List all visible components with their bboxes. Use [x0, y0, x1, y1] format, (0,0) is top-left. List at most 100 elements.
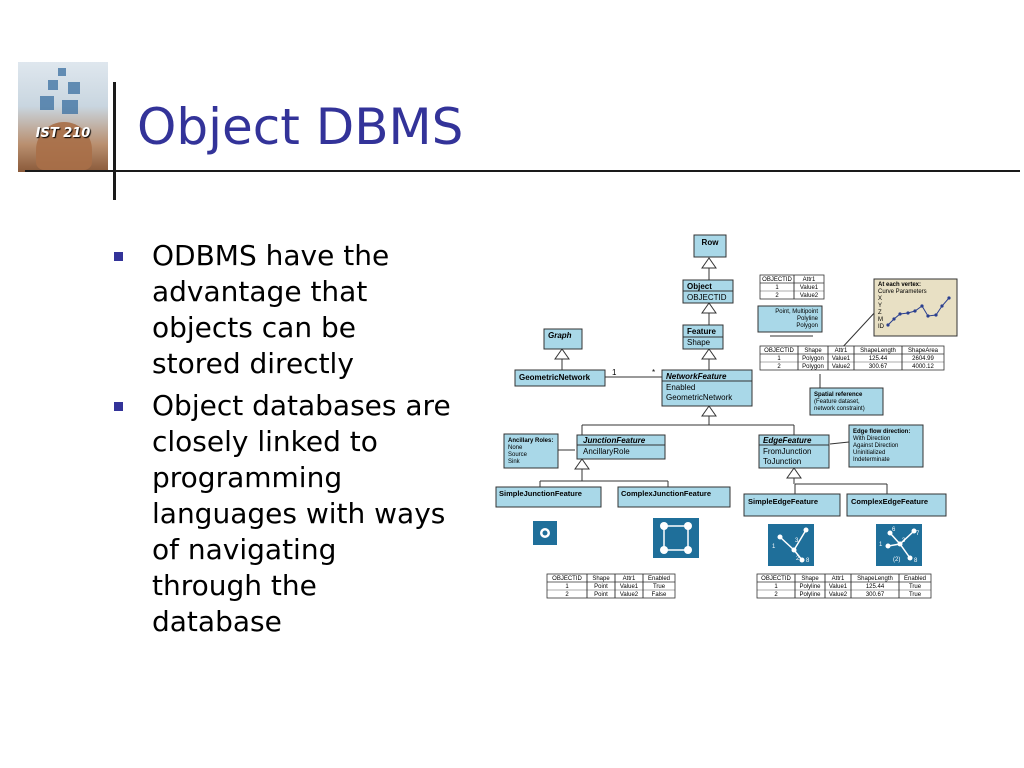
class-name: Graph	[548, 331, 572, 340]
table-frame	[546, 573, 676, 599]
table-cell: Value2	[829, 592, 848, 598]
table-header-cell: Enabled	[648, 576, 670, 582]
note-line: With Direction	[853, 436, 890, 442]
note-vertex-parameters: At each vertex: Curve Parameters X Y Z M…	[873, 278, 958, 337]
table-cell: Polygon	[802, 364, 824, 370]
class-row: Row	[693, 234, 727, 258]
edge-node-label: (2)	[893, 557, 900, 563]
class-feature: Feature Shape	[682, 324, 724, 350]
note-line: Curve Parameters	[878, 289, 927, 295]
note-line: At each vertex:	[878, 282, 921, 288]
table-cell: 1	[775, 285, 779, 291]
table-header-cell: Attr1	[835, 348, 848, 354]
class-attr: Enabled	[666, 383, 695, 392]
logo-label: IST 210	[35, 126, 91, 141]
note-line: M	[878, 317, 883, 323]
note-line: Y	[878, 303, 882, 309]
note-line: Indeterminate	[853, 457, 890, 463]
table-cell: Value2	[620, 592, 639, 598]
table-header-cell: ShapeLength	[857, 576, 893, 582]
class-simple-junction-feature: SimpleJunctionFeature	[495, 486, 602, 508]
table-cell: False	[652, 592, 667, 598]
logo-cube	[62, 100, 78, 114]
note-line: network constraint)	[814, 406, 865, 412]
table-header-cell: Shape	[592, 576, 610, 582]
inheritance-triangles	[554, 257, 802, 479]
class-name: Row	[702, 238, 720, 247]
table-cell: 2604.99	[912, 356, 934, 362]
class-name: Object	[687, 282, 712, 291]
table-frame	[759, 345, 945, 371]
table-cell: Value1	[800, 285, 819, 291]
table-cell: True	[653, 584, 666, 590]
logo-cube	[40, 96, 54, 110]
note-line: Polyline	[797, 316, 819, 322]
class-attr: Shape	[687, 338, 711, 347]
table-cell: Polygon	[802, 356, 824, 362]
class-name: NetworkFeature	[666, 372, 727, 381]
note-line: Uninitialized	[853, 450, 885, 456]
table-cell: Value2	[832, 364, 851, 370]
logo-cube	[48, 80, 58, 90]
junction-point-sample	[533, 521, 557, 545]
class-network-feature: NetworkFeature Enabled GeometricNetwork	[661, 369, 753, 407]
note-line: Ancillary Roles:	[508, 438, 553, 444]
note-line: Source	[508, 452, 528, 458]
edge-node-label: 7	[916, 531, 920, 537]
note-line: None	[508, 445, 523, 451]
table-cell: 4000.12	[912, 364, 934, 370]
logo-cube	[58, 68, 66, 76]
note-line: Sink	[508, 459, 521, 465]
bullet-square-icon	[114, 252, 123, 261]
table-header-cell: Attr1	[623, 576, 636, 582]
table-header-cell: OBJECTID	[552, 576, 582, 582]
table-cell: 1	[777, 356, 781, 362]
table-cell: Value1	[829, 584, 848, 590]
note-geometry-types: Point, Multipoint Polyline Polygon	[757, 305, 823, 333]
table-cell: 300.67	[866, 592, 885, 598]
edge-node-label: 8	[806, 558, 810, 564]
hand-image	[36, 122, 92, 170]
bullet-item: Object databases are closely linked to p…	[112, 388, 452, 640]
class-name: GeometricNetwork	[519, 373, 591, 382]
table-cell: 2	[777, 364, 781, 370]
table-frame	[756, 573, 932, 599]
curve-polyline	[887, 297, 950, 326]
note-line: (Feature dataset,	[814, 399, 860, 405]
table-header-cell: Attr1	[803, 277, 816, 283]
note-spatial-reference: Spatial reference (Feature dataset, netw…	[809, 387, 884, 416]
table-cell: 1	[774, 584, 778, 590]
simple-edge-sample: 1 2 3 8	[768, 524, 814, 566]
class-name: EdgeFeature	[763, 436, 812, 445]
table-header-cell: Attr1	[832, 576, 845, 582]
note-line: Against Direction	[853, 443, 898, 449]
title-divider-horizontal	[25, 170, 1020, 172]
bullet-item: ODBMS have the advantage that objects ca…	[112, 238, 452, 382]
class-name: Feature	[687, 327, 716, 336]
class-graph: Graph	[543, 328, 583, 350]
table-cell: Polyline	[799, 592, 821, 598]
class-attr: GeometricNetwork	[666, 393, 733, 402]
table-header-cell: OBJECTID	[764, 348, 794, 354]
table-frame	[759, 274, 825, 300]
class-complex-junction-feature: ComplexJunctionFeature	[617, 486, 731, 508]
multiplicity-left: 1	[612, 368, 617, 377]
note-line: ID	[878, 324, 885, 330]
multiplicity-right: *	[652, 368, 655, 377]
class-attr: AncillaryRole	[583, 447, 630, 456]
class-simple-edge-feature: SimpleEdgeFeature	[743, 493, 841, 517]
curve-vertices	[886, 296, 951, 327]
edge-node-label: 2	[796, 556, 800, 562]
table-cell: Value1	[620, 584, 639, 590]
class-name: SimpleJunctionFeature	[499, 489, 582, 498]
edge-node-label: 1	[879, 542, 883, 548]
class-attr: ToJunction	[763, 457, 801, 466]
table-header-cell: Enabled	[904, 576, 926, 582]
table-header-cell: OBJECTID	[761, 576, 791, 582]
table-cell: Point	[594, 584, 608, 590]
table-cell: 300.67	[869, 364, 888, 370]
note-ancillary-roles: Ancillary Roles: None Source Sink	[503, 433, 559, 469]
table-cell: Polyline	[799, 584, 821, 590]
